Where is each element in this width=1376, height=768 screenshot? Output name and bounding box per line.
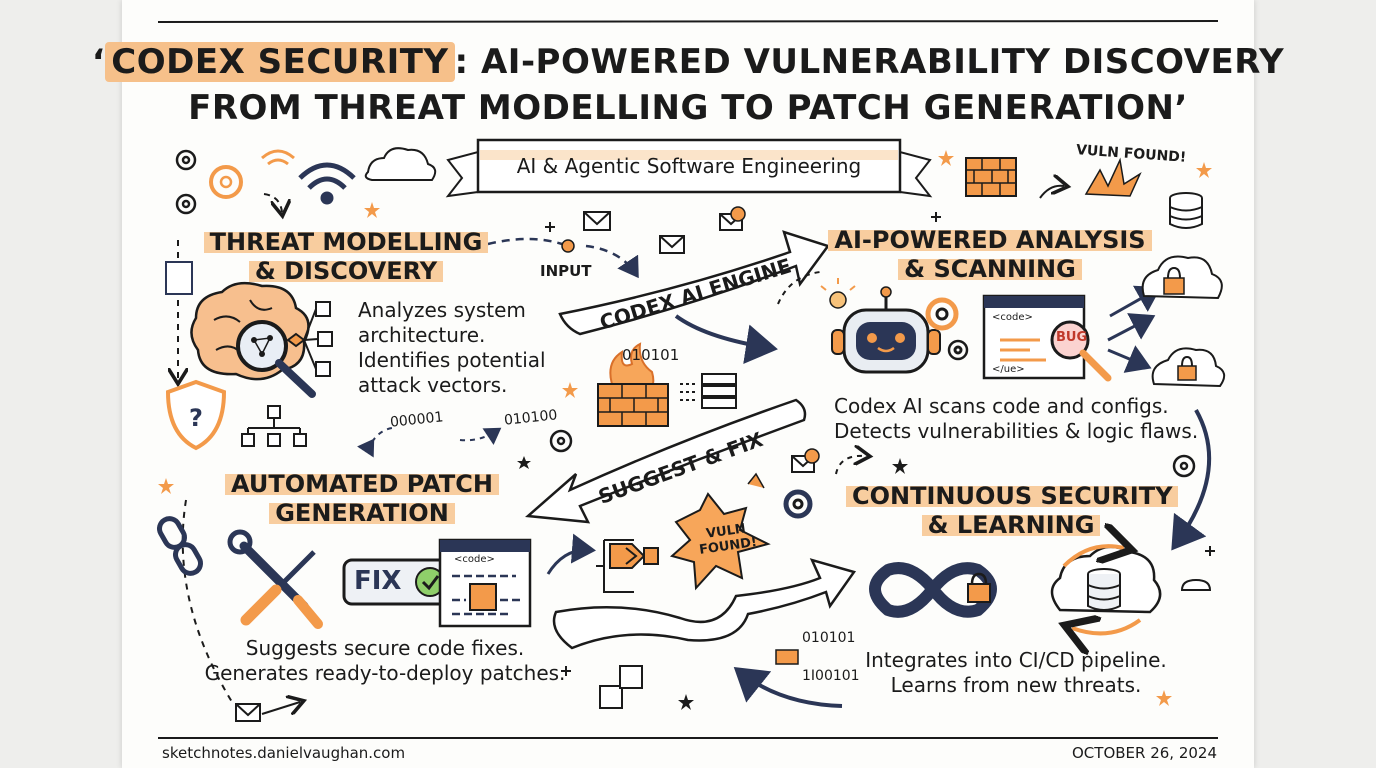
- flowchart-icon: [241, 405, 307, 447]
- firewall-icon: [597, 342, 669, 427]
- input-label: INPUT: [540, 262, 592, 280]
- svg-text:?: ?: [189, 404, 203, 432]
- bottom-ribbon-arrow: [552, 558, 857, 650]
- binary-text: 010101: [622, 346, 680, 364]
- tools-icon: [227, 529, 323, 629]
- section-heading-threat-modelling: THREAT MODELLING& DISCOVERY: [196, 228, 496, 286]
- section-body-automated-patch: Suggests secure code fixes.Generates rea…: [204, 636, 566, 685]
- magnifier-icon: [236, 320, 316, 398]
- star-icon: [562, 382, 578, 398]
- lock-cloud-icon: [1141, 255, 1226, 388]
- chain-link-icon: [157, 516, 203, 576]
- server-icon: [680, 373, 737, 409]
- suggest-fix-arrow: [525, 398, 807, 524]
- burst-icon: [1084, 157, 1142, 197]
- bug-label: BUG: [1056, 330, 1088, 345]
- footer-site: sketchnotes.danielvaughan.com: [162, 744, 406, 762]
- section-heading-continuous-security: CONTINUOUS SECURITY& LEARNING: [846, 482, 1179, 540]
- gear-icon: [925, 297, 969, 361]
- code-end-tag: </ue>: [992, 364, 1025, 375]
- footer-date: OCTOBER 26, 2024: [1072, 744, 1218, 762]
- database-icon: [1050, 545, 1162, 614]
- gear-icon: [175, 149, 243, 215]
- code-tag: <code>: [454, 554, 495, 565]
- thumbs-icon: [599, 665, 643, 709]
- top-rule: [157, 20, 1219, 23]
- wifi-icon: [298, 162, 356, 205]
- title-highlight: CODEX SECURITY: [105, 42, 455, 82]
- binary-text: 1I00101: [802, 668, 860, 684]
- bug-icon: [1050, 320, 1112, 382]
- gear-icon: [549, 429, 573, 453]
- shield-icon: ?: [165, 379, 227, 451]
- section-body-continuous-security: Integrates into CI/CD pipeline.Learns fr…: [865, 648, 1167, 697]
- infinity-lock-icon: [869, 562, 997, 618]
- firewall-icon: [965, 157, 1017, 197]
- page-title-line2: FROM THREAT MODELLING TO PATCH GENERATIO…: [188, 88, 1188, 128]
- star-icon: [364, 202, 380, 218]
- lightbulb-icon: [820, 278, 856, 309]
- binary-text: 010101: [802, 630, 856, 646]
- robot-icon: [831, 286, 941, 374]
- database-icon: [1169, 192, 1203, 229]
- banner-ribbon: [445, 138, 933, 198]
- checkmark-icon: [421, 575, 440, 591]
- engine-arrow: [558, 230, 831, 336]
- banner-label: AI & Agentic Software Engineering: [516, 154, 862, 178]
- gear-icon: [1172, 454, 1196, 478]
- section-heading-ai-analysis: AI-POWERED ANALYSIS& SCANNING: [820, 226, 1160, 284]
- fix-label: FIX: [354, 566, 402, 596]
- flowchart-icon: [286, 301, 333, 377]
- flowchart-icon: [165, 261, 193, 295]
- wifi-icon: [261, 149, 295, 166]
- cloud-icon: [364, 147, 437, 181]
- gear-icon: [783, 489, 813, 519]
- burst-icon: [669, 492, 771, 591]
- code-tag: <code>: [992, 312, 1033, 323]
- section-body-ai-analysis: Codex AI scans code and configs.Detects …: [834, 394, 1199, 443]
- page-title-line1: ‘CODEX SECURITY: AI-POWERED VULNERABILIT…: [91, 42, 1285, 82]
- code-window: [438, 538, 532, 628]
- pipeline-icon: [596, 539, 659, 593]
- code-window: [982, 294, 1086, 380]
